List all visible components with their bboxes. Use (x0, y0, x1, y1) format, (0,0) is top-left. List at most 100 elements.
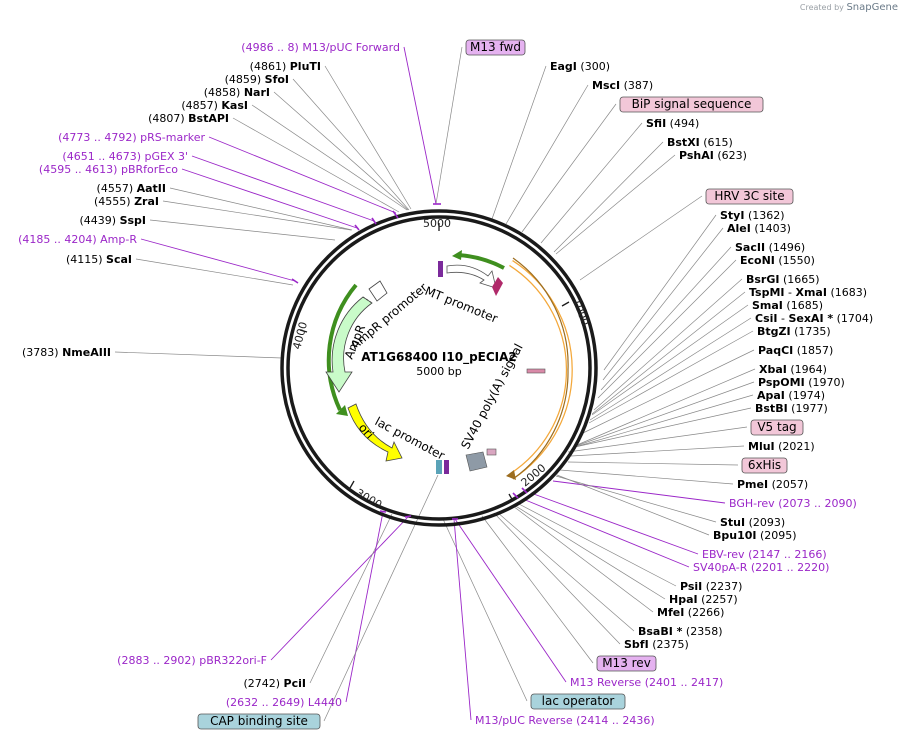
site-amp-r-name: Amp-R (100, 233, 137, 246)
site-sfoi-label: (4859) SfoI (225, 73, 289, 86)
site-sfii-pos: (494) (670, 117, 700, 130)
his-block (526, 368, 546, 374)
site-msci-name: MscI (592, 79, 620, 92)
site-nari-leader (273, 91, 409, 211)
site-m13-puc-forward-pos: (4986 .. 8) (241, 41, 299, 54)
site-sbfi-pos: (2375) (652, 638, 689, 651)
site-prs-marker-label: (4773 .. 4792) pRS-marker (58, 131, 205, 144)
site-econi-name: EcoNI (740, 254, 775, 267)
site-l4440-label: (2632 .. 2649) L4440 (226, 696, 342, 709)
site-m13-fwd-label: M13 fwd (470, 40, 521, 54)
site-bpu10i-name: Bpu10I (713, 529, 757, 542)
site-stui-leader (555, 475, 717, 523)
tick-label-5000: 5000 (423, 217, 451, 230)
site-msci-pos: (387) (624, 79, 654, 92)
site-bsabi-leader (496, 511, 635, 632)
site-xbai-pos: (1964) (790, 363, 827, 376)
green-arc-left (326, 283, 358, 411)
site-sacii-pos: (1496) (769, 241, 806, 254)
site-m13-reverse-label: M13 Reverse (2401 .. 2417) (570, 676, 723, 689)
site-econi-label: EcoNI (1550) (740, 254, 815, 267)
site-bsrgi-label: BsrGI (1665) (746, 273, 820, 286)
site-pgex-3-leader (191, 155, 375, 222)
site-tspmi-label: TspMI - XmaI (1683) (749, 286, 867, 299)
site-pmei-leader (559, 469, 734, 485)
site-nmeaiii-pos: (3783) (22, 346, 59, 359)
site-csii-label: CsiI - SexAI * (1704) (755, 312, 873, 325)
site-bip-signal-sequence-label: BiP signal sequence (632, 97, 752, 111)
site-bsabi-label: BsaBI * (2358) (638, 625, 723, 638)
site-stui-name: StuI (720, 516, 745, 529)
site-pbrforeco-label: (4595 .. 4613) pBRforEco (39, 163, 178, 176)
site-pgex-3-pos: (4651 .. 4673) (62, 150, 141, 163)
site-scai-leader (135, 258, 294, 286)
site-pmei-name: PmeI (737, 478, 768, 491)
site-scai-name: ScaI (106, 253, 132, 266)
site-bsrgi-pos: (1665) (783, 273, 820, 286)
site-nmeaiii-label: (3783) NmeAIII (22, 346, 111, 359)
site-bstxi-pos: (615) (703, 136, 733, 149)
site-m13-puc-reverse-pos: (2414 .. 2436) (576, 714, 655, 727)
site-btgzi-name: BtgZI (757, 325, 791, 338)
backbone-outer-circle (280, 209, 598, 527)
site-mlui-label: MluI (2021) (748, 440, 815, 453)
site-bgh-rev-pos: (2073 .. 2090) (778, 497, 857, 510)
site-cap-binding-site-label: CAP binding site (210, 714, 308, 728)
site-styi-leader (603, 214, 717, 371)
v5-block (486, 448, 497, 456)
site-ebv-rev-leader (530, 492, 699, 555)
site-csii-name2: SexAI * (788, 312, 833, 325)
site-paqci-leader (582, 349, 755, 434)
site-alei-pos: (1403) (754, 222, 791, 235)
site-aatii-pos: (4557) (97, 182, 134, 195)
site-pspomi-label: PspOMI (1970) (758, 376, 845, 389)
site-stui-pos: (2093) (749, 516, 786, 529)
site-sfoi-name: SfoI (265, 73, 289, 86)
site-econi-pos: (1550) (778, 254, 815, 267)
site-bstapi-leader (232, 117, 400, 213)
site-pshai-leader (555, 154, 676, 255)
site-m13-puc-reverse-label: M13/pUC Reverse (2414 .. 2436) (475, 714, 655, 727)
site-sspi-pos: (4439) (79, 214, 116, 227)
site-hpai-pos: (2257) (701, 593, 738, 606)
site-smai-label: SmaI (1685) (752, 299, 823, 312)
site-eagi-label: EagI (300) (550, 60, 610, 73)
site-m13-puc-forward-label: (4986 .. 8) M13/pUC Forward (241, 41, 400, 54)
site-paqci-pos: (1857) (797, 344, 834, 357)
site-pbrforeco-pos: (4595 .. 4613) (39, 163, 118, 176)
ampr-dotted (362, 296, 373, 304)
site-pcii-pos: (2742) (243, 677, 280, 690)
site-zrai-label: (4555) ZraI (94, 195, 159, 208)
site-m13-reverse-leader (454, 518, 567, 683)
site-btgzi-pos: (1735) (794, 325, 831, 338)
site-bstxi-leader (553, 141, 664, 253)
site-bip-signal-sequence-leader (521, 103, 617, 233)
site-nmeaiii-leader (114, 351, 283, 359)
site-psii-leader (516, 502, 677, 587)
site-bgh-rev-label: BGH-rev (2073 .. 2090) (729, 497, 857, 510)
site-pbr322ori-f-name: pBR322ori-F (199, 654, 267, 667)
tick-label-1000: 1000 (570, 297, 592, 328)
site-sspi-label: (4439) SspI (79, 214, 146, 227)
site-scai-label: (4115) ScaI (66, 253, 132, 266)
bip-signal-block (438, 261, 443, 277)
site-xbai-leader (576, 368, 756, 446)
site-apai-name: ApaI (757, 389, 785, 402)
site-apai-pos: (1974) (788, 389, 825, 402)
site-aatii-name: AatII (137, 182, 166, 195)
site-mfei-leader (512, 505, 654, 613)
site-nmeaiii-name: NmeAIII (62, 346, 111, 359)
site-mfei-name: MfeI (657, 606, 684, 619)
site-amp-r-leader (140, 238, 296, 282)
site-kasi-label: (4857) KasI (181, 99, 248, 112)
site-sv40pa-r-label: SV40pA-R (2201 .. 2220) (693, 561, 829, 574)
site-msci-label: MscI (387) (592, 79, 653, 92)
site-m13-fwd-box (465, 39, 526, 56)
site-bpu10i-leader (556, 474, 710, 536)
site-m13-puc-forward-leader (403, 46, 437, 205)
orf-arrowhead (506, 470, 516, 480)
site-kasi-name: KasI (221, 99, 248, 112)
site-sbfi-label: SbfI (2375) (624, 638, 689, 651)
site-bpu10i-label: Bpu10I (2095) (713, 529, 797, 542)
